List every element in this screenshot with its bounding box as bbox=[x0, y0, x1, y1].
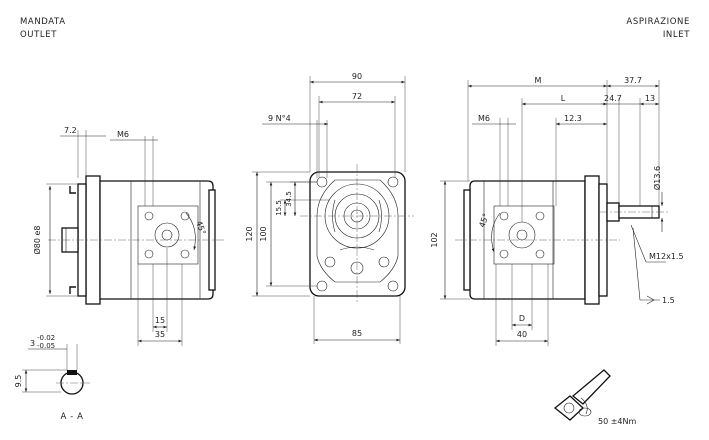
dim-13: 13 bbox=[645, 94, 655, 103]
dim-12-3: 12.3 bbox=[564, 114, 582, 123]
dim-100: 100 bbox=[259, 226, 268, 241]
dim-34-5: 34.5 bbox=[285, 191, 293, 207]
left-side-view: 45° Ø80 e8 7.2 M6 15 35 bbox=[32, 126, 225, 346]
inlet-label-en: INLET bbox=[663, 30, 690, 40]
dim-3: 3 bbox=[30, 339, 35, 348]
dim-left-m6: M6 bbox=[117, 130, 129, 139]
dim-90: 90 bbox=[352, 72, 362, 81]
dim-phi80-e8: Ø80 e8 bbox=[32, 225, 42, 254]
tol-upper: -0.02 bbox=[37, 334, 55, 342]
dim-right-m6: M6 bbox=[478, 114, 490, 123]
dim-85: 85 bbox=[352, 329, 362, 338]
dim-l: L bbox=[561, 94, 566, 103]
right-side-view: 45° M 37.7 L 24.7 13 12.3 M6 Ø13.6 bbox=[430, 76, 684, 346]
dim-m12x1-5: M12x1.5 bbox=[649, 252, 684, 261]
inlet-label-it: ASPIRAZIONE bbox=[626, 17, 690, 27]
outlet-label-en: OUTLET bbox=[20, 30, 57, 40]
dim-15: 15 bbox=[155, 316, 165, 325]
dim-37-7: 37.7 bbox=[624, 76, 642, 85]
dim-40: 40 bbox=[517, 330, 527, 339]
dim-m: M bbox=[535, 76, 542, 85]
dim-72: 72 bbox=[352, 92, 362, 101]
section-a-a: 3 -0.02 -0.05 9.5 A - A bbox=[14, 334, 90, 422]
dim-7-2: 7.2 bbox=[64, 126, 77, 135]
dim-1-5: 1.5 bbox=[662, 296, 675, 305]
dim-35: 35 bbox=[155, 330, 165, 339]
dim-phi13-6: Ø13.6 bbox=[652, 166, 662, 190]
dim-24-7: 24.7 bbox=[604, 94, 622, 103]
outlet-label-it: MANDATA bbox=[20, 17, 66, 27]
dim-102: 102 bbox=[430, 232, 439, 247]
dim-9-5: 9.5 bbox=[14, 375, 23, 388]
dim-9-n4: 9 N°4 bbox=[268, 114, 291, 123]
dim-120: 120 bbox=[245, 226, 254, 241]
torque-value: 50 ±4Nm bbox=[598, 417, 637, 426]
front-view: 90 72 9 N°4 120 100 15.5 34.5 85 bbox=[245, 72, 414, 344]
torque-wrench-icon bbox=[553, 369, 611, 421]
dim-15-5: 15.5 bbox=[275, 200, 283, 216]
dim-d: D bbox=[519, 314, 525, 323]
tol-lower: -0.05 bbox=[37, 342, 55, 350]
section-label: A - A bbox=[60, 412, 83, 422]
